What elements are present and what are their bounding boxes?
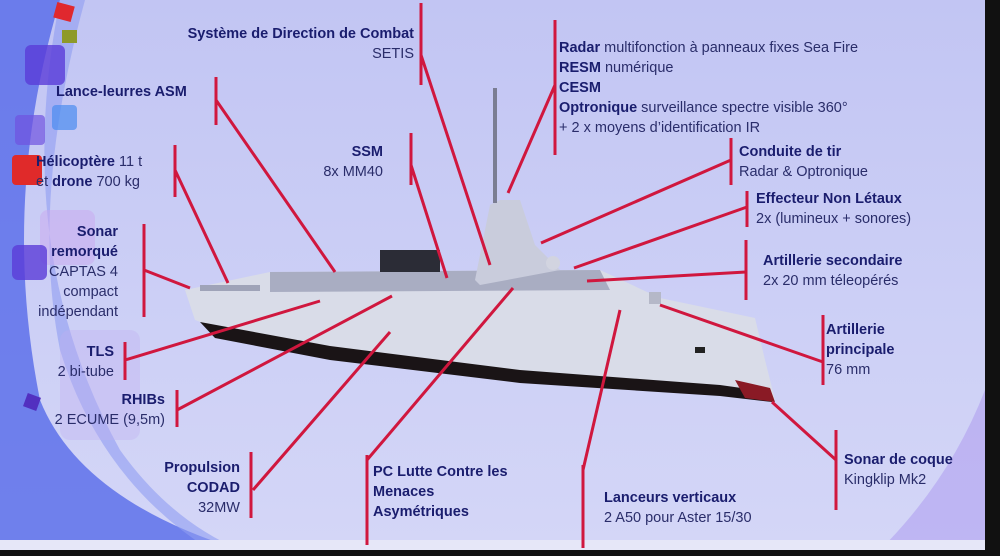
- label-effecteur: Effecteur Non Létaux 2x (lumineux + sono…: [756, 189, 911, 229]
- label-sub: 2x (lumineux + sonores): [756, 211, 912, 227]
- leader-lanceurs: [581, 309, 622, 548]
- label-sub: Radar & Optronique: [739, 164, 868, 180]
- label-title: Artillerie secondaire: [763, 253, 903, 269]
- label-lanceurs: Lanceurs verticaux 2 A50 pour Aster 15/3…: [604, 488, 752, 528]
- label-title: principale: [826, 342, 895, 358]
- leader-rhibs: [175, 294, 393, 427]
- label-title: Sonar de coque: [844, 452, 953, 468]
- label-value: 11 t: [119, 154, 143, 170]
- leader-sensors: [506, 20, 557, 194]
- label-ssm: SSM 8x MM40: [323, 142, 383, 182]
- leader-art-sec: [586, 240, 748, 300]
- label-sub: 2x 20 mm téleopérés: [763, 273, 899, 289]
- label-title: Hélicoptère: [36, 154, 115, 170]
- leader-pc: [365, 287, 515, 545]
- label-title: Conduite de tir: [739, 144, 842, 160]
- label-art-sec: Artillerie secondaire 2x 20 mm téleopéré…: [763, 251, 902, 291]
- label-title: drone: [52, 174, 93, 190]
- label-title: Système de Direction de Combat: [187, 26, 414, 42]
- leader-ssm: [409, 133, 449, 279]
- label-rhibs: RHIBs 2 ECUME (9,5m): [55, 390, 165, 430]
- label-sdc: Système de Direction de Combat SETIS: [188, 24, 414, 64]
- label-conduite: Conduite de tir Radar & Optronique: [739, 142, 868, 182]
- label-pc: PC Lutte Contre les Menaces Asymétriques: [373, 462, 508, 522]
- label-sub: SETIS: [372, 46, 414, 62]
- label-title: CODAD: [186, 480, 240, 496]
- label-sub: 76 mm: [826, 362, 871, 378]
- leader-sdc: [419, 3, 492, 266]
- label-title: Lance-leurres ASM: [56, 84, 187, 100]
- label-title: Radar: [559, 40, 601, 56]
- label-sub: indépendant: [38, 304, 118, 320]
- leader-lines: [123, 3, 838, 548]
- label-helicoptere: Hélicoptère 11 t et drone 700 kg: [36, 152, 142, 192]
- label-title: PC Lutte Contre les: [373, 464, 508, 480]
- label-title: CESM: [559, 80, 601, 96]
- label-title: Lanceurs verticaux: [604, 490, 737, 506]
- label-sub: 8x MM40: [323, 164, 383, 180]
- label-value: 700 kg: [96, 174, 140, 190]
- label-text: et: [36, 174, 49, 190]
- label-title: Asymétriques: [373, 504, 469, 520]
- label-title: Menaces: [373, 484, 435, 500]
- label-art-princ: Artillerie principale 76 mm: [826, 320, 895, 380]
- label-title: RHIBs: [121, 392, 165, 408]
- label-title: remorqué: [51, 244, 118, 260]
- label-sub: numérique: [604, 60, 674, 76]
- leader-art-princ: [659, 303, 825, 385]
- label-sub: 2 A50 pour Aster 15/30: [604, 510, 752, 526]
- frigate-illustration: [185, 88, 775, 402]
- label-title: Effecteur Non Létaux: [756, 191, 902, 207]
- label-title: Sonar: [76, 224, 118, 240]
- label-sub: 32MW: [198, 500, 240, 516]
- label-title: TLS: [86, 344, 114, 360]
- label-title: Artillerie: [826, 322, 885, 338]
- label-title: Propulsion: [164, 460, 240, 476]
- label-propulsion: Propulsion CODAD 32MW: [164, 458, 240, 518]
- label-sensors: Radar multifonction à panneaux fixes Sea…: [559, 38, 858, 138]
- leader-helicoptere: [173, 145, 230, 284]
- label-lance-leurres: Lance-leurres ASM: [56, 82, 187, 102]
- leader-conduite: [540, 138, 733, 245]
- label-sub: 2 ECUME (9,5m): [54, 412, 165, 428]
- decorative-background: [0, 0, 985, 550]
- label-sub: multifonction à panneaux fixes Sea Fire: [604, 40, 859, 56]
- leader-lance-leurres: [214, 77, 337, 273]
- leader-tls: [123, 299, 321, 380]
- leader-effecteur: [573, 191, 749, 270]
- leader-sonar-remorque: [142, 224, 191, 317]
- label-tls: TLS 2 bi-tube: [58, 342, 114, 382]
- slide: Système de Direction de Combat SETIS Lan…: [0, 0, 985, 550]
- label-sonar-remorque: Sonar remorqué CAPTAS 4 compact indépend…: [38, 222, 118, 322]
- label-sub: compact: [63, 284, 118, 300]
- label-sub: surveillance spectre visible 360°: [641, 100, 848, 116]
- label-title: SSM: [351, 144, 383, 160]
- leader-propulsion: [249, 331, 392, 518]
- label-sonar-coque: Sonar de coque Kingklip Mk2: [844, 450, 953, 490]
- leader-sonar-coque: [770, 400, 838, 510]
- label-sub: + 2 x moyens d’identification IR: [559, 120, 761, 136]
- label-title: RESM: [559, 60, 601, 76]
- label-sub: Kingklip Mk2: [844, 472, 927, 488]
- label-sub: CAPTAS 4: [48, 264, 118, 280]
- label-sub: 2 bi-tube: [57, 364, 114, 380]
- label-title: Optronique: [559, 100, 638, 116]
